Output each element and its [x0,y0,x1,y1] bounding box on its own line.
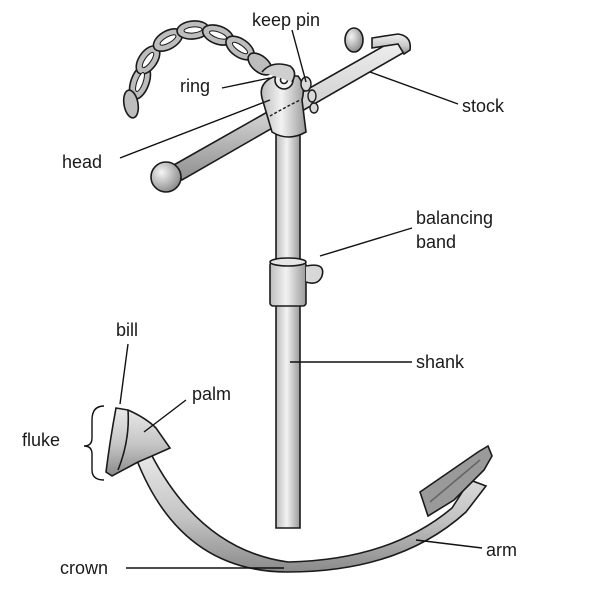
label-arm: arm [486,540,517,560]
label-keep-pin: keep pin [252,10,321,30]
label-stock: stock [462,96,505,116]
label-head: head [62,152,103,172]
balancing-band [269,257,324,307]
chain [122,20,273,119]
arms [134,450,488,573]
label-palm: palm [192,384,232,404]
fluke-left [105,407,172,477]
leader-lines [83,29,483,569]
label-bill: bill [116,320,139,340]
label-balancing: balancing [416,208,494,228]
keep-pin [269,76,319,117]
ring [261,63,296,83]
fluke-right [419,444,493,518]
label-fluke: fluke [22,430,61,450]
label-band: band [416,232,457,252]
label-shank: shank [416,352,465,372]
label-crown: crown [60,558,109,578]
label-ring: ring [180,76,211,96]
shank [275,127,301,529]
